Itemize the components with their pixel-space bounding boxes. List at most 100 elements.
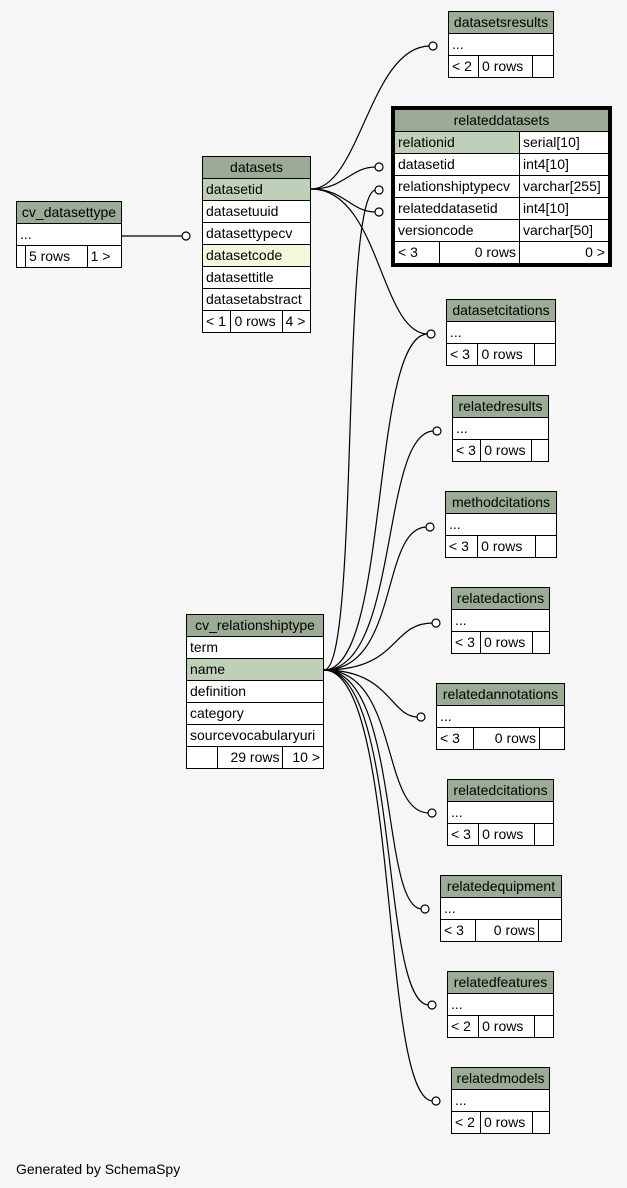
table-title[interactable]: cv_relationshiptype	[186, 614, 324, 637]
table-title[interactable]: relatedfeatures	[447, 971, 554, 994]
parents-count: < 3	[439, 919, 477, 942]
column-category: category	[186, 702, 324, 725]
parents-count: < 3	[444, 535, 479, 558]
table-datasets[interactable]: datasets datasetid datasetuuid datasetty…	[201, 156, 312, 333]
column-definition: definition	[186, 680, 324, 703]
row-count: 0 rows	[478, 1015, 535, 1038]
parents-count: < 1	[201, 310, 232, 333]
column-relateddatasetid: relateddatasetid	[394, 197, 520, 220]
column-row: ...	[452, 417, 549, 440]
children-count: 4 >	[281, 310, 312, 333]
column-row: ...	[447, 801, 554, 824]
table-title[interactable]: relatedresults	[452, 395, 549, 418]
children-count	[538, 919, 562, 942]
column-row: ...	[451, 1089, 550, 1112]
children-count	[532, 631, 550, 654]
column-datasetabstract: datasetabstract	[202, 288, 311, 311]
row-count: 0 rows	[230, 310, 283, 333]
parents-count: < 3	[436, 727, 474, 750]
column-datasettitle: datasettitle	[202, 266, 311, 289]
column-sourcevocabularyuri: sourcevocabularyuri	[186, 724, 324, 747]
parents-count: < 3	[445, 343, 479, 366]
column-row: ...	[451, 609, 550, 632]
edge-datasets-relateddatasets-datasetid	[310, 166, 377, 190]
column-type: int4[10]	[518, 197, 610, 220]
row-count: 0 rows	[477, 535, 536, 558]
column-row: ...	[445, 513, 557, 536]
edge-reltype-relatedequipment	[323, 669, 423, 910]
column-relationshiptypecv: relationshiptypecv	[394, 175, 520, 198]
table-title[interactable]: methodcitations	[445, 491, 557, 514]
table-cv-datasettype[interactable]: cv_datasettype ... 5 rows 1 >	[16, 201, 123, 268]
edge-reltype-relatedresults	[323, 430, 435, 671]
column-row: ...	[447, 993, 554, 1016]
table-title[interactable]: datasetsresults	[448, 11, 554, 34]
table-title[interactable]: relatedactions	[451, 587, 550, 610]
column-term: term	[186, 636, 324, 659]
children-count	[534, 343, 556, 366]
edge-reltype-datasetcitations	[323, 333, 429, 671]
column-row: ...	[440, 897, 562, 920]
table-title[interactable]: relateddatasets	[394, 109, 609, 132]
table-title[interactable]: relatedannotations	[436, 683, 565, 706]
row-count: 5 rows	[24, 245, 88, 268]
column-type: varchar[255]	[518, 175, 610, 198]
table-title[interactable]: relatedcitations	[447, 779, 554, 802]
children-count	[534, 823, 554, 846]
edge-reltype-relatedcitations	[323, 669, 430, 814]
column-relationid: relationid	[394, 131, 520, 154]
row-count: 0 rows	[479, 1111, 534, 1134]
row-count: 0 rows	[438, 241, 520, 264]
edge-reltype-relatedactions	[323, 622, 434, 671]
table-cv-relationshiptype[interactable]: cv_relationshiptype term name definition…	[186, 614, 324, 769]
column-row: ...	[448, 33, 554, 56]
children-count	[539, 727, 565, 750]
edge-reltype-methodcitations	[323, 526, 428, 671]
children-count: 0 >	[518, 241, 610, 264]
row-count: 0 rows	[480, 439, 532, 462]
column-versioncode: versioncode	[394, 219, 520, 242]
column-type: varchar[50]	[518, 219, 610, 242]
row-count: 0 rows	[472, 727, 541, 750]
column-row: ...	[436, 705, 565, 728]
row-count: 0 rows	[479, 631, 534, 654]
parents-count: < 3	[451, 439, 482, 462]
children-count	[534, 1015, 554, 1038]
row-count: 29 rows	[216, 746, 284, 769]
edge-datasets-datasetcitations	[310, 188, 429, 335]
children-count	[532, 1111, 550, 1134]
children-count: 10 >	[282, 746, 324, 769]
edge-reltype-relatedannotations	[323, 669, 419, 718]
children-count: 1 >	[86, 245, 123, 268]
edge-datasets-relateddatasets-relateddatasetid	[310, 188, 377, 213]
column-datasetcode: datasetcode	[202, 244, 311, 267]
row-count: 0 rows	[478, 55, 533, 78]
table-title[interactable]: cv_datasettype	[16, 201, 122, 224]
edge-reltype-relateddatasets	[323, 189, 377, 671]
edge-datasets-datasetsresults	[310, 45, 431, 190]
parents-count: < 3	[451, 631, 481, 654]
column-name: name	[186, 658, 324, 681]
row-count: 0 rows	[475, 919, 539, 942]
parents-count: < 2	[447, 55, 480, 78]
column-datasetid: datasetid	[202, 178, 311, 201]
table-title[interactable]: relatedequipment	[440, 875, 562, 898]
table-title[interactable]: relatedmodels	[451, 1067, 550, 1090]
table-title[interactable]: datasetcitations	[446, 299, 556, 322]
table-title[interactable]: datasets	[202, 156, 311, 179]
parents-count: < 2	[451, 1111, 481, 1134]
column-row: ...	[16, 223, 122, 246]
row-count: 0 rows	[478, 823, 535, 846]
